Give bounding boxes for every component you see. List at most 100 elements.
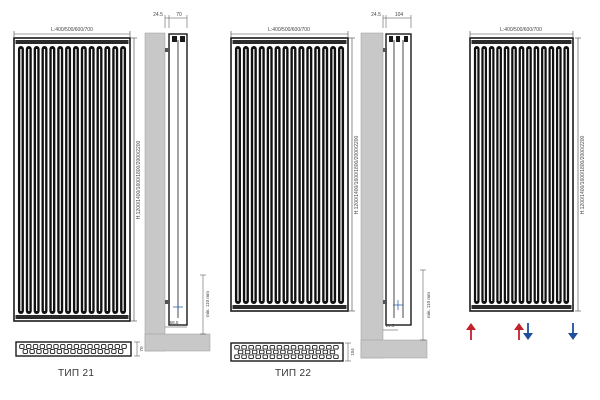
wall-bracket-bottom — [383, 300, 387, 304]
radiator-fin-highlight — [483, 49, 485, 301]
wall-bracket-bottom — [165, 300, 170, 304]
plan-view-cell — [70, 349, 76, 354]
radiator-fin-highlight — [28, 49, 30, 311]
depth-dimension-label: 104 — [395, 12, 404, 18]
plan-view-cell — [248, 345, 254, 350]
plan-view-cell — [294, 349, 300, 355]
radiator-fin-highlight — [59, 49, 61, 311]
radiator-fin-highlight — [245, 49, 247, 301]
radiator-fin-highlight — [237, 49, 239, 301]
plan-view-cell — [66, 344, 73, 349]
plan-view-cell — [100, 344, 107, 349]
width-dimension-label: L:400/500/600/700 — [500, 27, 542, 33]
plan-view-cell — [241, 345, 247, 350]
plan-view-cell — [276, 345, 283, 350]
radiator-fins — [473, 46, 570, 304]
radiator-fins — [17, 46, 127, 314]
arrow-up-icon — [466, 323, 476, 340]
radiator-fin-highlight — [498, 49, 500, 301]
radiator-fin-highlight — [43, 49, 46, 311]
plan-view-cell — [121, 344, 127, 349]
radiator-fin-highlight — [83, 49, 85, 311]
arrow-up-icon — [514, 323, 524, 340]
plan-view-cell — [53, 344, 59, 349]
plan-view-cell — [22, 349, 28, 354]
top-offset-dimension-label: 24.5 — [371, 12, 381, 18]
wall-bracket-top — [383, 48, 387, 52]
radiator-fin-highlight — [253, 49, 255, 301]
radiator-fin-highlight — [340, 49, 342, 301]
floor-clearance-dimension-label: min. 110 mm — [426, 292, 431, 318]
plan-view-cell — [104, 349, 110, 354]
radiator-fin-highlight — [106, 49, 108, 311]
plan-view-cell — [319, 354, 325, 359]
radiator-fin-highlight — [535, 49, 538, 301]
front-view-connections: L:400/500/600/700 H:1200/1400/1600/1800/… — [469, 27, 586, 312]
plan-view-cell — [80, 344, 86, 349]
radiator-fin-highlight — [51, 49, 53, 311]
arrow-down-icon — [523, 323, 533, 340]
plan-view-cell — [301, 349, 307, 355]
plan-view-cell — [311, 354, 318, 359]
radiator-fin-highlight — [332, 49, 334, 301]
radiator-side-profile — [385, 33, 412, 326]
plan-view-cell — [26, 344, 32, 349]
plan-view-cell — [290, 354, 297, 359]
radiator-fin-highlight — [520, 49, 523, 301]
plan-view-cell — [255, 345, 261, 350]
plan-view-cell — [114, 344, 120, 349]
plan-view-cell — [276, 354, 283, 359]
plan-view-type-21: 70 — [15, 341, 144, 357]
floor-clearance-dimension-label: min. 110 mm — [205, 291, 210, 317]
plan-view-cell — [269, 345, 276, 350]
plan-view-cell — [97, 349, 103, 354]
plan-view-cell — [304, 345, 311, 350]
plan-view-cell — [333, 354, 339, 359]
plan-view-cell — [56, 349, 63, 354]
plan-view-cell — [36, 349, 42, 354]
type-22-caption: ТИП 22 — [275, 368, 312, 379]
radiator-fin-highlight — [300, 49, 303, 301]
plan-view-cell — [258, 349, 265, 355]
wall-bracket-top — [165, 48, 170, 52]
side-view-type-21: 24.5 70 58.5 min. 110 mm — [144, 12, 211, 352]
bottom-offset-dimension-label: 24.5 — [386, 323, 395, 328]
plan-view-cell — [283, 354, 290, 359]
height-dimension-label: H:1200/1400/1600/1800/2000/2200 — [354, 135, 360, 214]
plan-view-cell — [322, 349, 329, 355]
radiator-fin-highlight — [269, 49, 271, 301]
plan-view-cell — [304, 354, 311, 359]
plan-view-cell — [118, 349, 124, 354]
plan-view-cell — [29, 349, 35, 354]
plan-view-type-22: 104 — [230, 342, 355, 362]
plan-view-cell — [319, 345, 325, 350]
plan-view-cell — [333, 345, 339, 350]
radiator-fin-highlight — [36, 49, 38, 311]
radiator-fin-highlight — [67, 49, 69, 311]
height-dimension-label: H:1200/1400/1600/1800/2000/2200 — [136, 140, 142, 219]
plan-depth-dimension-label: 104 — [350, 348, 355, 356]
radiator-fin-highlight — [276, 49, 279, 301]
plan-view-cell — [83, 349, 90, 354]
plan-view-cell — [326, 354, 332, 359]
plan-view-cell — [311, 345, 318, 350]
radiator-fin-highlight — [284, 49, 287, 301]
plan-view-cell — [73, 344, 80, 349]
plan-view-cell — [234, 345, 240, 350]
plan-view-cell — [32, 344, 39, 349]
radiator-fin-highlight — [316, 49, 318, 301]
plan-view-cell — [283, 345, 290, 350]
side-view-type-22: 24.5 104 24.5 min. 110 mm — [360, 12, 431, 359]
plan-view-cell — [280, 349, 286, 355]
width-dimension-label: L:400/500/600/700 — [51, 27, 93, 33]
plan-view-cell — [241, 354, 247, 359]
plan-view-cell — [60, 344, 66, 349]
plan-view-cell — [49, 349, 56, 354]
width-dimension-label: L:400/500/600/700 — [268, 27, 310, 33]
plan-depth-dimension-label: 70 — [139, 346, 144, 352]
plan-view-cell — [266, 349, 272, 355]
radiator-fin-highlight — [528, 49, 530, 301]
radiator-fin-highlight — [261, 49, 263, 301]
plan-view-cell — [297, 354, 304, 359]
